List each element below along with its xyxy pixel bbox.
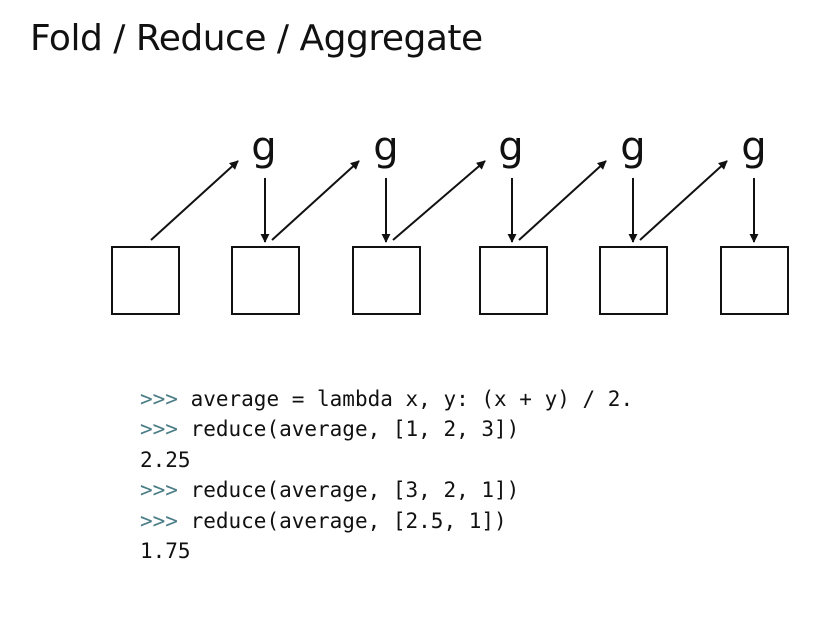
input-arrow <box>639 160 728 241</box>
code-line: >>> reduce(average, [3, 2, 1]) <box>140 475 633 505</box>
input-arrow <box>392 160 486 241</box>
repl-prompt: >>> <box>140 417 178 442</box>
code-text: average = lambda x, y: (x + y) / 2. <box>177 387 634 411</box>
g-label: g <box>741 124 766 170</box>
g-label: g <box>620 124 645 170</box>
code-text: reduce(average, [1, 2, 3]) <box>177 417 520 442</box>
code-text: reduce(average, [2.5, 1]) <box>177 508 507 533</box>
g-label: g <box>373 124 398 170</box>
repl-prompt: >>> <box>140 387 178 411</box>
code-text: reduce(average, [3, 2, 1]) <box>177 478 520 503</box>
g-label: g <box>498 124 523 170</box>
repl-prompt: >>> <box>140 478 178 503</box>
code-output: 2.25 <box>140 445 633 475</box>
g-label: g <box>251 124 276 170</box>
input-arrow <box>271 160 360 241</box>
code-line: >>> average = lambda x, y: (x + y) / 2. <box>140 384 633 414</box>
page-title: Fold / Reduce / Aggregate <box>30 18 483 59</box>
code-output: 1.75 <box>140 536 633 566</box>
element-box <box>111 246 180 315</box>
element-box <box>479 246 548 315</box>
code-line: >>> reduce(average, [2.5, 1]) <box>140 506 633 536</box>
code-line: >>> reduce(average, [1, 2, 3]) <box>140 414 633 444</box>
element-box <box>720 246 789 315</box>
element-box <box>231 246 300 315</box>
code-block: >>> average = lambda x, y: (x + y) / 2. … <box>140 384 633 566</box>
input-arrow <box>518 160 607 241</box>
fold-diagram: g g g g g <box>111 124 789 315</box>
element-box <box>599 246 668 315</box>
element-box <box>352 246 421 315</box>
repl-prompt: >>> <box>140 508 178 533</box>
code-text: 1.75 <box>140 538 191 563</box>
input-arrow <box>150 160 239 241</box>
code-text: 2.25 <box>140 447 191 472</box>
